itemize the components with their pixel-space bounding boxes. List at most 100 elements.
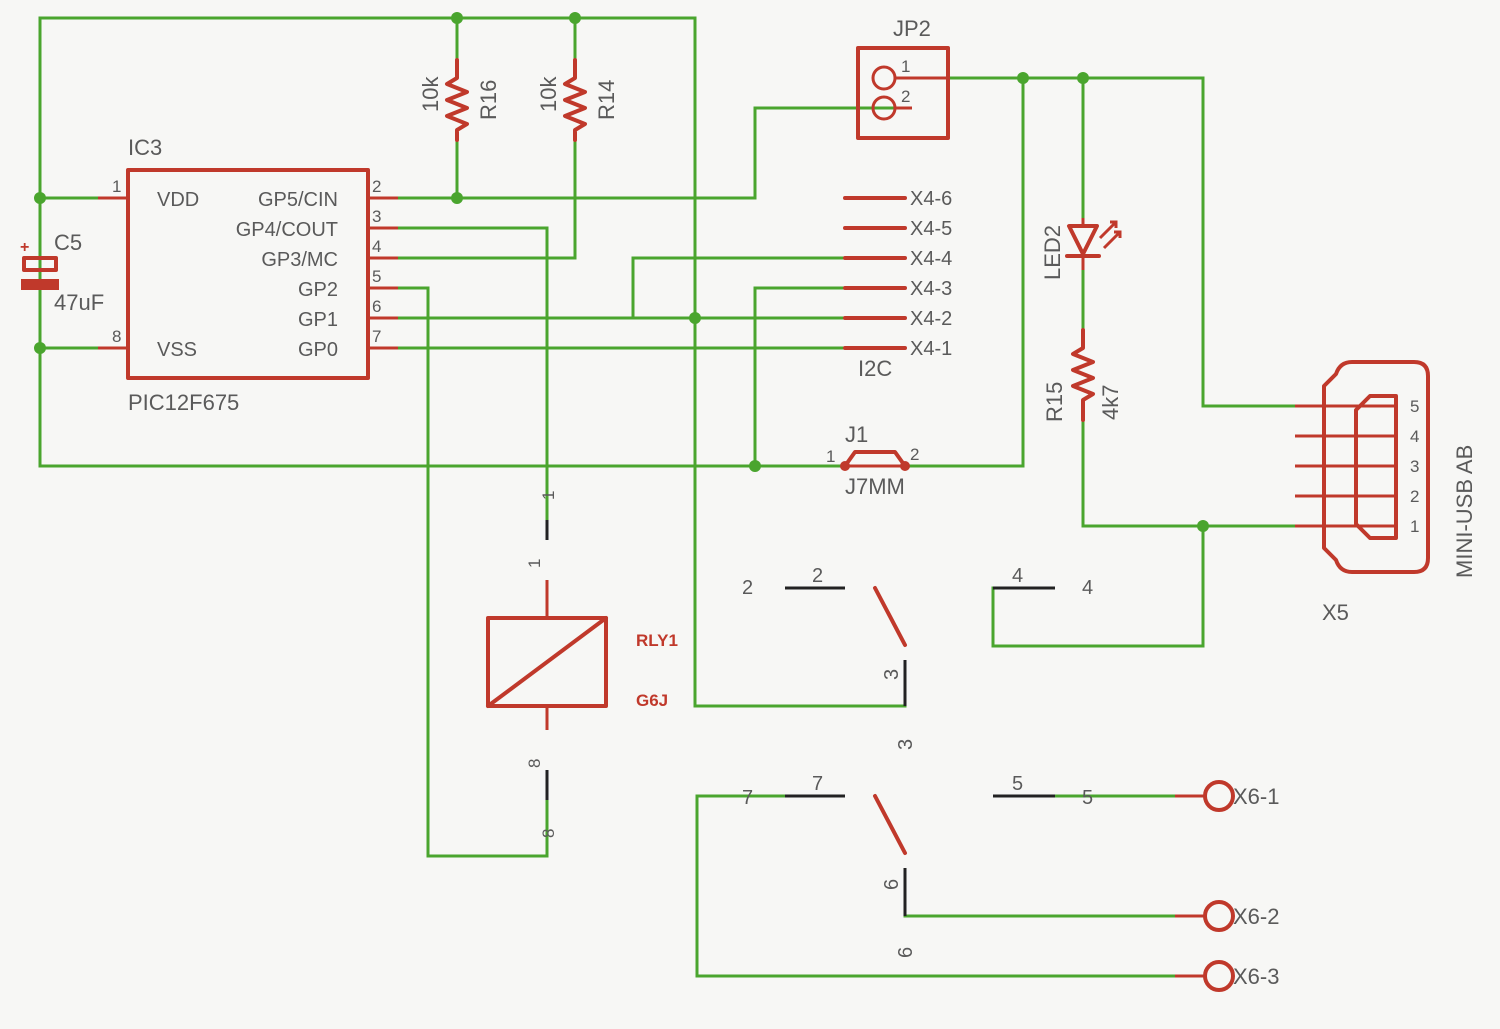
rly1-coil-pin-bottom-outer: 8 <box>539 829 558 838</box>
rly1-coil-pin-bottom: 8 <box>525 759 544 768</box>
r16-resistor[interactable]: 10k R16 <box>418 58 501 142</box>
x5-ref: X5 <box>1322 600 1349 625</box>
rly1-ref: RLY1 <box>636 631 678 650</box>
c5-plus: + <box>20 239 29 256</box>
j1-ref: J1 <box>845 422 868 447</box>
r16-value: 10k <box>418 76 443 112</box>
wire-r15-usb <box>1081 418 1297 528</box>
wire-jp2-pin1 <box>893 76 1297 408</box>
wire-gp4-coil <box>383 226 549 522</box>
ic3-pin-num-1: 1 <box>112 177 121 196</box>
ic3-value: PIC12F675 <box>128 390 239 415</box>
rly1-switch-1[interactable]: 2 2 4 4 3 3 <box>742 565 1093 750</box>
x4-pin-label: X4-6 <box>910 188 952 210</box>
ic3-pin-name-gp2: GP2 <box>298 279 338 301</box>
wires <box>38 16 1297 978</box>
x5-value: MINI-USB AB <box>1452 445 1477 578</box>
jp2-header[interactable]: JP2 1 2 <box>856 16 950 140</box>
ic3-pin-name-gp4: GP4/COUT <box>236 219 338 241</box>
c5-ref: C5 <box>54 230 82 255</box>
jp2-pin2: 2 <box>901 87 910 106</box>
junction <box>34 192 46 204</box>
junction <box>1077 72 1089 84</box>
wire-j1-pin2 <box>903 76 1025 468</box>
x4-pin-label: X4-4 <box>910 248 952 270</box>
wire-gp5 <box>383 106 897 200</box>
junction <box>34 342 46 354</box>
x6-pin-label: X6-1 <box>1233 784 1279 809</box>
x4-pin-label: X4-2 <box>910 308 952 330</box>
ic3-pin-name-gp1: GP1 <box>298 309 338 331</box>
j1-pin2: 2 <box>910 445 919 464</box>
switch2-nc-outer: 7 <box>742 787 753 809</box>
x6-terminals[interactable]: X6-1 X6-2 X6-3 <box>1175 780 1279 992</box>
c5-capacitor[interactable]: + C5 47uF <box>20 230 104 315</box>
switch2-com-outer: 6 <box>895 947 917 958</box>
switch1-nc: 2 <box>812 565 823 587</box>
junction <box>749 460 761 472</box>
switch1-no-outer: 4 <box>1082 577 1093 599</box>
r16-ref: R16 <box>476 80 501 120</box>
wire-vss <box>38 196 122 350</box>
switch2-no: 5 <box>1012 773 1023 795</box>
junction <box>569 12 581 24</box>
ic3-pin-num-3: 3 <box>372 207 381 226</box>
ic3-pin-name-gp0: GP0 <box>298 339 338 361</box>
wire-x4-4 <box>631 256 847 320</box>
x6-pin-label: X6-3 <box>1233 964 1279 989</box>
led2-diode[interactable]: LED2 <box>1040 218 1122 280</box>
rly1-value: G6J <box>636 691 668 710</box>
rly1-switch-2[interactable]: 7 7 5 5 6 6 <box>742 773 1093 958</box>
ic3-pin-name-gp3: GP3/MC <box>261 249 338 271</box>
ic3-ref: IC3 <box>128 135 162 160</box>
ic3-pin-num-4: 4 <box>372 237 381 256</box>
junction <box>451 192 463 204</box>
r15-ref: R15 <box>1042 382 1067 422</box>
x5-usb-connector[interactable]: 5 4 3 2 1 MINI-USB AB X5 <box>1295 360 1477 625</box>
switch1-nc-outer: 2 <box>742 577 753 599</box>
switch2-com: 6 <box>881 879 903 890</box>
x4-pin-label: X4-1 <box>910 338 952 360</box>
c5-value: 47uF <box>54 290 104 315</box>
x4-pin-label: X4-5 <box>910 218 952 240</box>
r14-value: 10k <box>536 76 561 112</box>
led2-ref: LED2 <box>1040 225 1065 280</box>
ic3-pin-num-8: 8 <box>112 327 121 346</box>
rly1-coil-pin-top: 1 <box>525 559 544 568</box>
r15-resistor[interactable]: R15 4k7 <box>1042 328 1123 422</box>
r14-ref: R14 <box>594 80 619 120</box>
wire-ground-bottom <box>38 346 847 468</box>
switch1-no: 4 <box>1012 565 1023 587</box>
rly1-coil[interactable]: 1 1 8 8 RLY1 G6J <box>486 491 678 838</box>
x5-pin-num: 2 <box>1410 487 1419 506</box>
ic3-pin-name-gp5: GP5/CIN <box>258 189 338 211</box>
ic3-pin-name-vdd: VDD <box>157 189 199 211</box>
j1-pin1: 1 <box>826 447 835 466</box>
switch2-no-outer: 5 <box>1082 787 1093 809</box>
ic3-pin-num-6: 6 <box>372 297 381 316</box>
junction <box>1197 520 1209 532</box>
x6-pin-label: X6-2 <box>1233 904 1279 929</box>
junction <box>689 312 701 324</box>
wire-x4-3 <box>753 286 847 468</box>
ic3-pin-num-2: 2 <box>372 177 381 196</box>
r14-resistor[interactable]: 10k R14 <box>536 58 619 142</box>
j1-value: J7MM <box>845 474 905 499</box>
ic3-symbol[interactable]: IC3 PIC12F675 VDD VSS 1 8 GP5/CIN GP4/CO… <box>98 135 398 415</box>
jp2-pin1: 1 <box>901 57 910 76</box>
ic3-pin-num-7: 7 <box>372 327 381 346</box>
wire-x6-3 <box>695 794 1207 978</box>
rly1-coil-pin-top-outer: 1 <box>539 491 558 500</box>
switch1-com: 3 <box>881 669 903 680</box>
wire-gp2-coil <box>383 286 549 858</box>
j1-jumper[interactable]: J1 J7MM 1 2 <box>826 422 919 499</box>
wire-left-rail <box>38 16 122 200</box>
wire-switch-no <box>991 524 1205 648</box>
x5-pin-num: 4 <box>1410 427 1419 446</box>
x4-pin-label: X4-3 <box>910 278 952 300</box>
x4-connector[interactable]: X4-6 X4-5 X4-4 X4-3 X4-2 X4-1 I2C <box>843 188 952 381</box>
ic3-pin-num-5: 5 <box>372 267 381 286</box>
x5-pin-num: 3 <box>1410 457 1419 476</box>
junction <box>451 12 463 24</box>
